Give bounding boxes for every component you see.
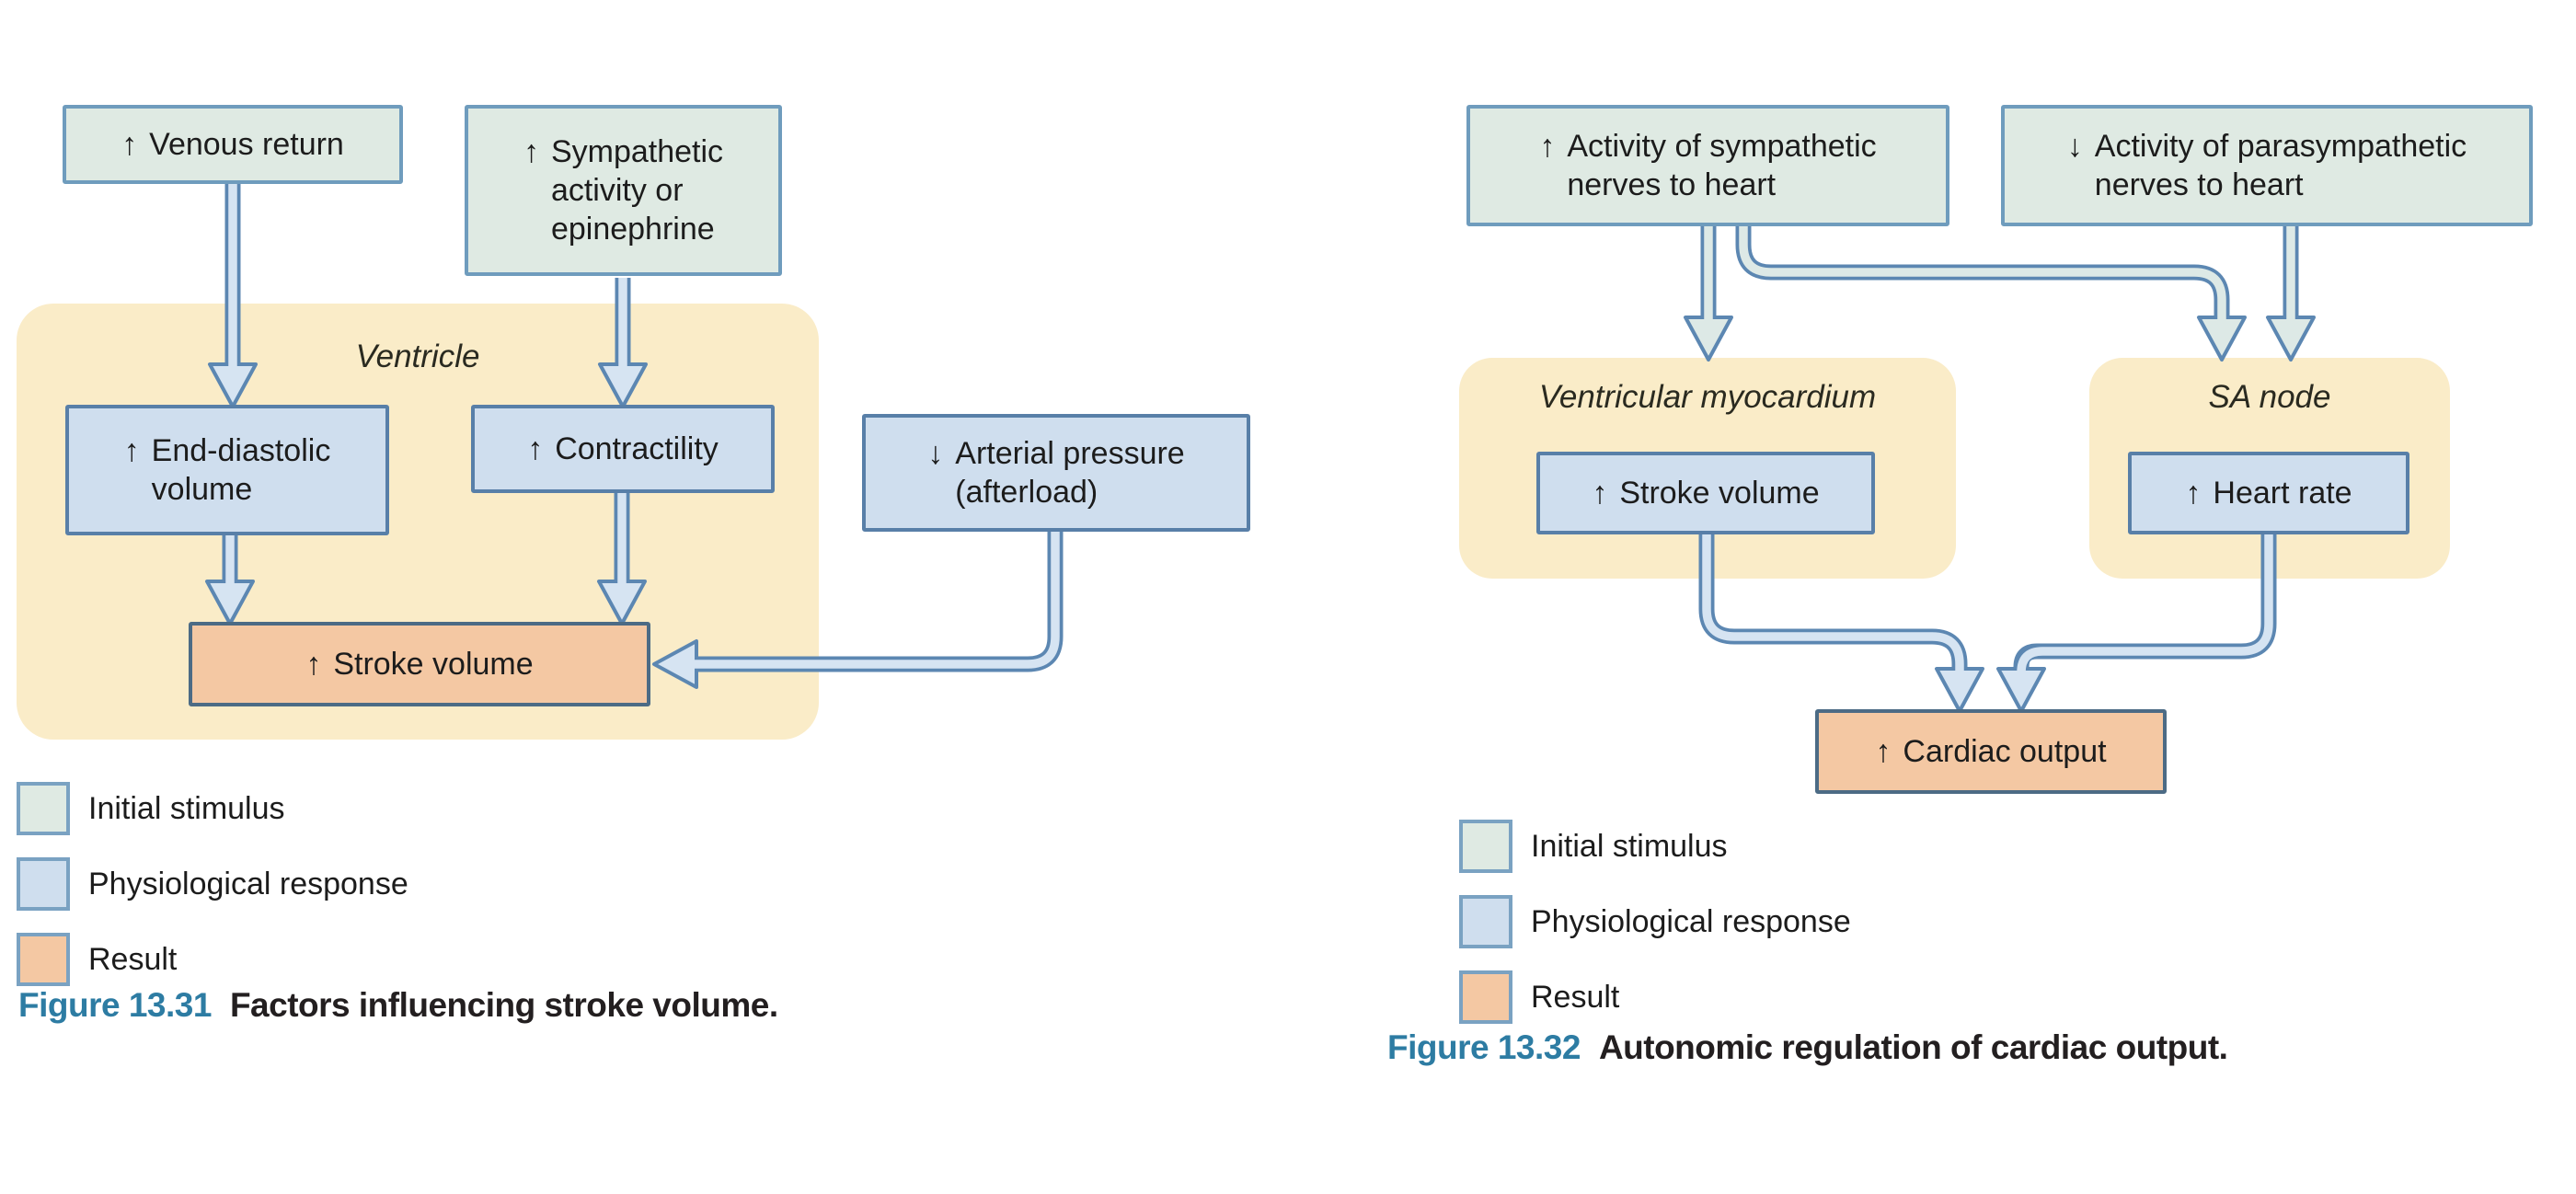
arrow-heart-rate-to-cardiac-output: [1996, 533, 2277, 713]
arrow-arterial-to-stroke-volume: [652, 530, 1064, 689]
arrow-sympathetic-to-sa-node: [1735, 224, 2247, 362]
box-venous-return: ↑ Venous return: [63, 105, 403, 184]
legend-item-physiological-response: Physiological response: [17, 857, 408, 911]
box-sympathetic-activity: ↑ Sympathetic activity or epinephrine: [465, 105, 782, 276]
box-text: Stroke volume: [1619, 475, 1820, 511]
legend-swatch-result: [1459, 970, 1512, 1024]
legend-label: Result: [1531, 979, 1620, 1015]
figure-caption-13-31: Figure 13.31 Factors influencing stroke v…: [18, 986, 778, 1025]
arrow-venous-to-end-diastolic: [208, 182, 258, 408]
box-text: Activity of parasympathetic: [2094, 128, 2467, 164]
box-text: Arterial pressure: [955, 435, 1185, 471]
box-stroke-volume-result: ↑ Stroke volume: [189, 622, 650, 706]
region-label-ventricle: Ventricle: [355, 339, 480, 374]
box-text: Heart rate: [2213, 475, 2352, 511]
legend-fig1: Initial stimulus Physiological response …: [17, 782, 408, 986]
caption-figure-number: Figure 13.31: [18, 986, 212, 1024]
arrow-stroke-volume-to-cardiac-output: [1698, 533, 1984, 713]
legend-label: Physiological response: [1531, 903, 1851, 939]
up-arrow-icon: ↑: [123, 432, 140, 468]
region-label-ventricular-myocardium: Ventricular myocardium: [1538, 379, 1877, 415]
up-arrow-icon: ↑: [1592, 475, 1608, 511]
up-arrow-icon: ↑: [121, 126, 138, 162]
box-contractility: ↑ Contractility: [471, 405, 775, 493]
arrow-sympathetic-to-myocardium: [1684, 224, 1733, 362]
legend-fig2: Initial stimulus Physiological response …: [1459, 820, 1851, 1024]
box-arterial-pressure: ↓ Arterial pressure (afterload): [862, 414, 1250, 532]
box-text: Activity of sympathetic: [1567, 128, 1877, 164]
legend-item-initial-stimulus: Initial stimulus: [17, 782, 408, 835]
arrow-contractility-to-stroke-volume: [597, 491, 647, 626]
legend-swatch-result: [17, 933, 70, 986]
down-arrow-icon: ↓: [2066, 128, 2083, 164]
box-sympathetic-nerves: ↑ Activity of sympathetic nerves to hear…: [1466, 105, 1949, 226]
arrow-end-diastolic-to-stroke-volume: [205, 534, 255, 626]
caption-text: Autonomic regulation of cardiac output.: [1598, 1028, 2228, 1066]
box-text: nerves to heart: [1567, 167, 1777, 202]
up-arrow-icon: ↑: [527, 431, 544, 466]
legend-item-initial-stimulus: Initial stimulus: [1459, 820, 1851, 873]
up-arrow-icon: ↑: [523, 133, 539, 169]
box-text: nerves to heart: [2094, 167, 2304, 202]
box-text: (afterload): [955, 475, 1098, 510]
legend-label: Initial stimulus: [1531, 828, 1728, 864]
caption-figure-number: Figure 13.32: [1387, 1028, 1581, 1066]
legend-item-result: Result: [1459, 970, 1851, 1024]
arrow-parasympathetic-to-sa-node: [2266, 224, 2316, 362]
box-text: activity or: [550, 172, 684, 208]
up-arrow-icon: ↑: [1539, 128, 1556, 164]
legend-swatch-initial-stimulus: [1459, 820, 1512, 873]
down-arrow-icon: ↓: [927, 435, 944, 471]
legend-item-physiological-response: Physiological response: [1459, 895, 1851, 948]
up-arrow-icon: ↑: [305, 646, 322, 682]
up-arrow-icon: ↑: [1875, 733, 1892, 769]
legend-swatch-physiological-response: [17, 857, 70, 911]
legend-label: Physiological response: [88, 866, 408, 901]
box-text: Contractility: [555, 431, 719, 466]
box-end-diastolic-volume: ↑ End-diastolic volume: [65, 405, 389, 535]
legend-label: Initial stimulus: [88, 790, 285, 826]
up-arrow-icon: ↑: [2185, 475, 2202, 511]
box-stroke-volume-response: ↑ Stroke volume: [1536, 452, 1875, 534]
arrow-sympathetic-to-contractility: [598, 278, 648, 408]
legend-label: Result: [88, 941, 178, 977]
box-text: volume: [151, 472, 253, 507]
box-text: Sympathetic: [550, 133, 724, 169]
legend-swatch-physiological-response: [1459, 895, 1512, 948]
box-heart-rate: ↑ Heart rate: [2128, 452, 2409, 534]
caption-text: Factors influencing stroke volume.: [229, 986, 778, 1024]
box-text: Venous return: [149, 126, 344, 162]
box-parasympathetic-nerves: ↓ Activity of parasympathetic nerves to …: [2001, 105, 2533, 226]
box-text: Stroke volume: [333, 646, 534, 682]
box-cardiac-output-result: ↑ Cardiac output: [1815, 709, 2167, 794]
region-label-sa-node: SA node: [2208, 379, 2331, 415]
figure-caption-13-32: Figure 13.32 Autonomic regulation of card…: [1387, 1028, 2228, 1067]
legend-swatch-initial-stimulus: [17, 782, 70, 835]
box-text: End-diastolic: [151, 432, 331, 468]
legend-item-result: Result: [17, 933, 408, 986]
box-text: epinephrine: [550, 212, 715, 247]
box-text: Cardiac output: [1903, 733, 2107, 769]
